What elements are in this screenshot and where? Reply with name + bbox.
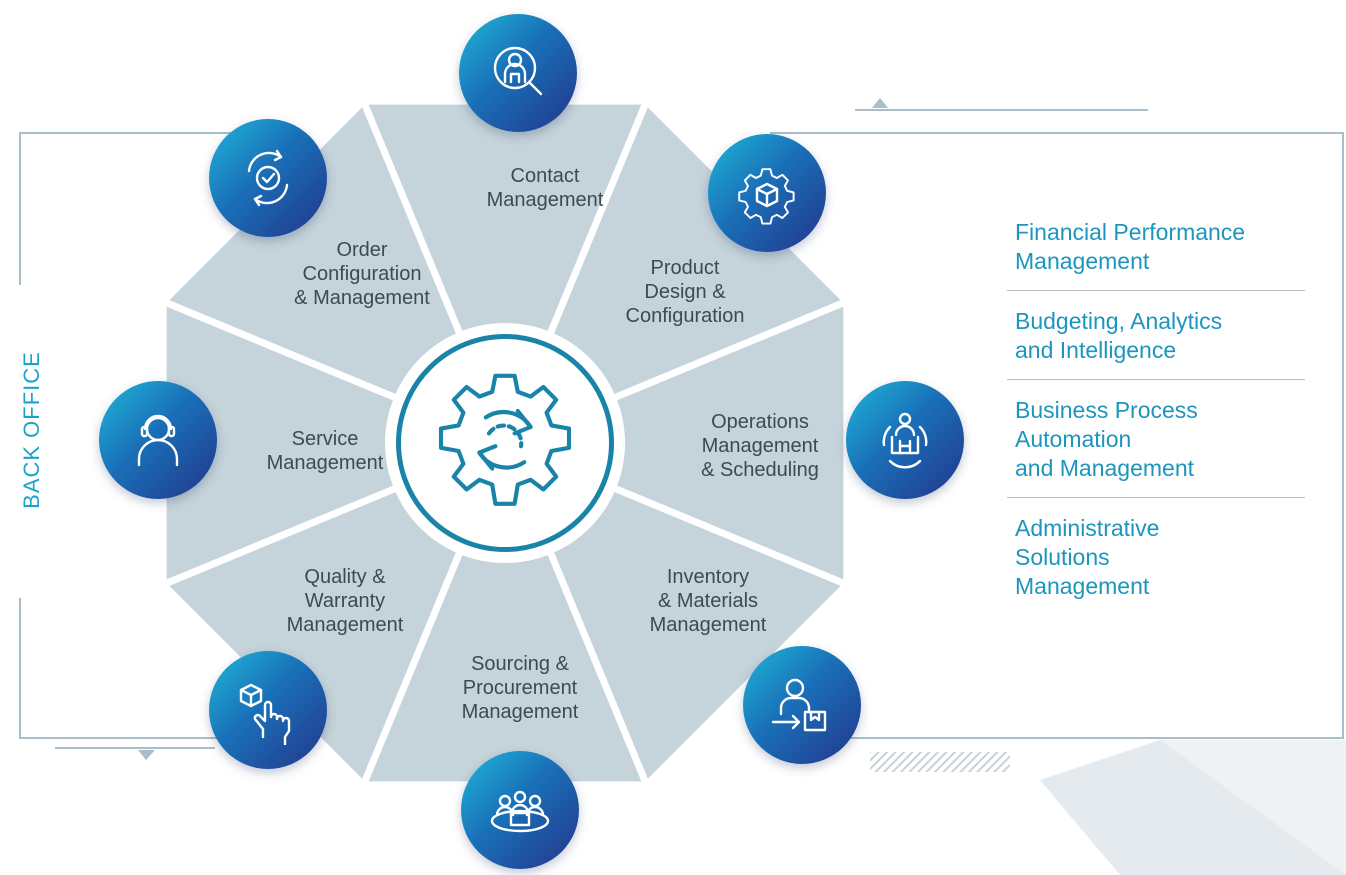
right-item-financial: Financial Performance Management bbox=[1015, 219, 1246, 274]
frame-lines bbox=[19, 109, 1344, 749]
node-sourcing bbox=[461, 751, 579, 869]
back-office-label: BACK OFFICE bbox=[19, 351, 44, 509]
gear-refresh-icon bbox=[438, 373, 572, 506]
segment-label-contact: Contact Management bbox=[486, 165, 604, 211]
frame-left-bottom bbox=[19, 598, 230, 739]
person-search-icon bbox=[493, 46, 543, 96]
cycle-check-icon bbox=[247, 149, 289, 207]
team-meeting-icon bbox=[490, 790, 550, 833]
frame-left bbox=[19, 132, 250, 285]
segment-label-inventory: Inventory & Materials Management bbox=[649, 566, 767, 636]
segment-group bbox=[159, 97, 851, 789]
headset-person-icon bbox=[137, 414, 179, 467]
frame-right bbox=[770, 132, 1344, 739]
node-product bbox=[708, 134, 826, 252]
right-divider bbox=[1007, 497, 1305, 498]
decor-shape bbox=[1040, 740, 1346, 875]
node-service bbox=[99, 381, 217, 499]
segment-label-product: Product Design & Configuration bbox=[625, 257, 745, 327]
right-divider bbox=[1007, 290, 1305, 291]
node-contact bbox=[459, 14, 577, 132]
node-operations bbox=[846, 381, 964, 499]
node-order bbox=[209, 119, 327, 237]
right-list: Financial Performance Management Budgeti… bbox=[1007, 218, 1305, 615]
person-gear-icon bbox=[882, 412, 928, 469]
right-item-process: Business Process Automation and Manageme… bbox=[1015, 397, 1198, 481]
frame-arrow-down bbox=[138, 750, 155, 760]
segment-label-quality: Quality & Warranty Management bbox=[286, 566, 404, 636]
right-item-administrative: Administrative Solutions Management bbox=[1015, 515, 1160, 599]
decor-hatch bbox=[870, 752, 1010, 772]
node-inventory bbox=[743, 646, 861, 764]
node-quality bbox=[209, 651, 327, 769]
segment-label-service: Service Management bbox=[266, 428, 384, 474]
center-gear bbox=[396, 334, 614, 552]
hand-box-icon bbox=[239, 683, 291, 745]
segment-label-order: Order Configuration & Management bbox=[294, 239, 430, 309]
frame-arrow-up bbox=[872, 98, 888, 108]
right-item-budgeting: Budgeting, Analytics and Intelligence bbox=[1015, 308, 1223, 363]
segment-label-operations: Operations Management & Scheduling bbox=[701, 411, 819, 481]
segment-label-sourcing: Sourcing & Procurement Management bbox=[461, 653, 579, 723]
person-box-arrow-icon bbox=[771, 678, 827, 732]
right-divider bbox=[1007, 379, 1305, 380]
gear-box-icon bbox=[738, 168, 795, 225]
